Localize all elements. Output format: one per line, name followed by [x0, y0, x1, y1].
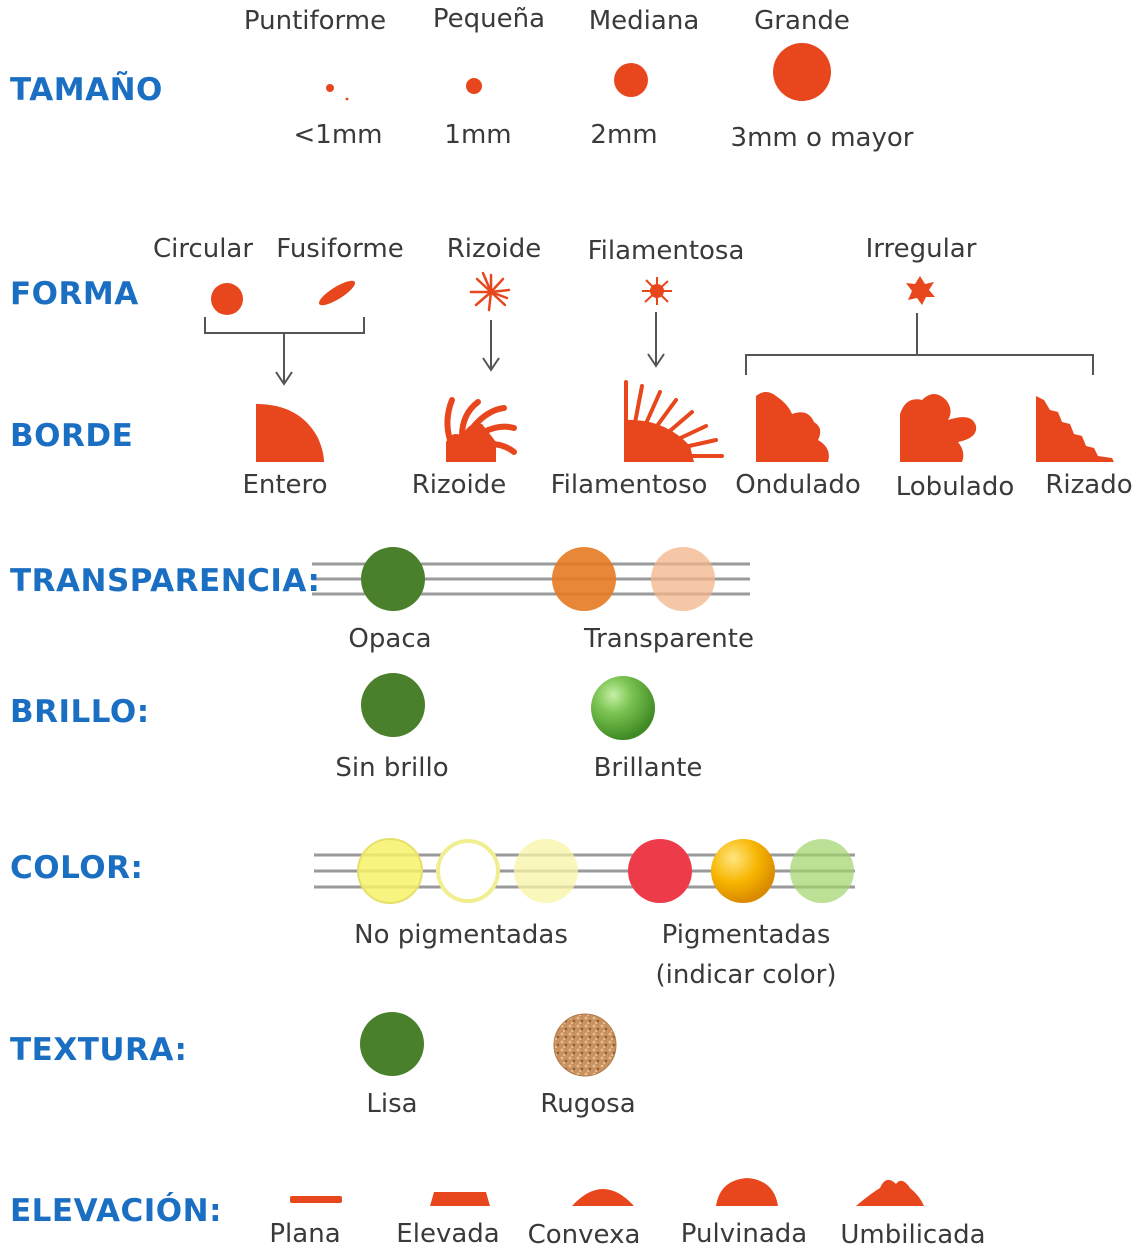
colony-amarilla-palida	[514, 839, 578, 903]
colony-speck	[346, 98, 349, 101]
label-pulvinada: Pulvinada	[681, 1219, 807, 1249]
edge-profiles	[256, 382, 1114, 462]
label-indicar-color: (indicar color)	[656, 960, 837, 990]
colony-roja	[628, 839, 692, 903]
label-2mm: 2mm	[590, 120, 657, 150]
heading-forma: FORMA	[10, 276, 139, 312]
colony-brillante	[591, 676, 655, 740]
colony-amarilla	[358, 839, 422, 903]
elev-umbilicada	[856, 1180, 924, 1206]
colony-transparente-1	[552, 547, 616, 611]
colony-pequena	[466, 78, 482, 94]
elev-elevada	[430, 1192, 490, 1206]
colony-circular	[211, 283, 243, 315]
label-plana: Plana	[269, 1219, 340, 1249]
edge-filamentoso	[624, 382, 722, 462]
heading-textura: TEXTURA:	[10, 1032, 187, 1068]
edge-entero	[256, 404, 324, 462]
label-3mm-o-mayor: 3mm o mayor	[731, 123, 914, 153]
colony-rizoide	[471, 273, 509, 310]
colony-mediana	[614, 63, 648, 97]
shape-colonies	[211, 273, 935, 315]
colony-verde-palida	[790, 839, 854, 903]
label-lisa: Lisa	[366, 1089, 417, 1119]
label-grande: Grande	[754, 6, 850, 36]
colony-rugosa	[554, 1014, 616, 1076]
label-rizado: Rizado	[1045, 470, 1132, 500]
colony-lisa	[360, 1012, 424, 1076]
label-rizoide-forma: Rizoide	[447, 234, 542, 264]
label-rizoide-borde: Rizoide	[412, 470, 507, 500]
colony-blanca	[438, 841, 498, 901]
label-brillante: Brillante	[594, 753, 703, 783]
colony-sin-brillo	[361, 673, 425, 737]
heading-borde: BORDE	[10, 418, 133, 454]
elev-convexa	[572, 1189, 634, 1206]
edge-ondulado	[756, 392, 829, 462]
heading-tamano: TAMAÑO	[10, 72, 163, 108]
colony-opaca	[361, 547, 425, 611]
label-no-pigmentadas: No pigmentadas	[354, 920, 568, 950]
size-colonies	[326, 43, 831, 101]
label-ondulado: Ondulado	[735, 470, 861, 500]
colony-fusiforme	[316, 277, 358, 309]
label-rugosa: Rugosa	[540, 1089, 635, 1119]
label-opaca: Opaca	[348, 624, 431, 654]
label-convexa: Convexa	[528, 1220, 641, 1250]
elev-pulvinada	[716, 1178, 778, 1206]
label-entero: Entero	[242, 470, 327, 500]
label-transparente: Transparente	[584, 624, 754, 654]
heading-brillo: BRILLO:	[10, 694, 150, 730]
label-pigmentadas: Pigmentadas	[662, 920, 831, 950]
edge-rizoide	[446, 400, 514, 462]
heading-color: COLOR:	[10, 850, 143, 886]
label-fusiforme: Fusiforme	[276, 234, 403, 264]
label-lobulado: Lobulado	[896, 472, 1015, 502]
elev-plana	[290, 1196, 342, 1203]
colony-puntiforme	[326, 84, 334, 92]
heading-elevacion: ELEVACIÓN:	[10, 1193, 222, 1229]
label-filamentoso: Filamentoso	[551, 470, 708, 500]
label-mediana: Mediana	[589, 6, 700, 36]
label-umbilicada: Umbilicada	[840, 1220, 985, 1250]
colony-irregular	[906, 276, 935, 305]
label-irregular: Irregular	[866, 234, 977, 264]
label-filamentosa: Filamentosa	[588, 236, 745, 266]
edge-lobulado	[900, 394, 976, 462]
label-1mm: 1mm	[444, 120, 511, 150]
label-circular: Circular	[153, 234, 253, 264]
label-puntiforme: Puntiforme	[244, 6, 386, 36]
colony-dorada	[711, 839, 775, 903]
colony-grande	[773, 43, 831, 101]
heading-transparencia: TRANSPARENCIA:	[10, 563, 320, 599]
colony-filamentosa	[642, 277, 672, 305]
edge-rizado	[1036, 396, 1114, 462]
label-elevada: Elevada	[396, 1219, 499, 1249]
elevation-profiles	[290, 1178, 924, 1206]
colony-transparente-2	[651, 547, 715, 611]
connector-arrows	[205, 312, 1093, 384]
label-menor-1mm: <1mm	[294, 120, 383, 150]
label-pequena: Pequeña	[433, 4, 545, 34]
label-sin-brillo: Sin brillo	[335, 753, 448, 783]
